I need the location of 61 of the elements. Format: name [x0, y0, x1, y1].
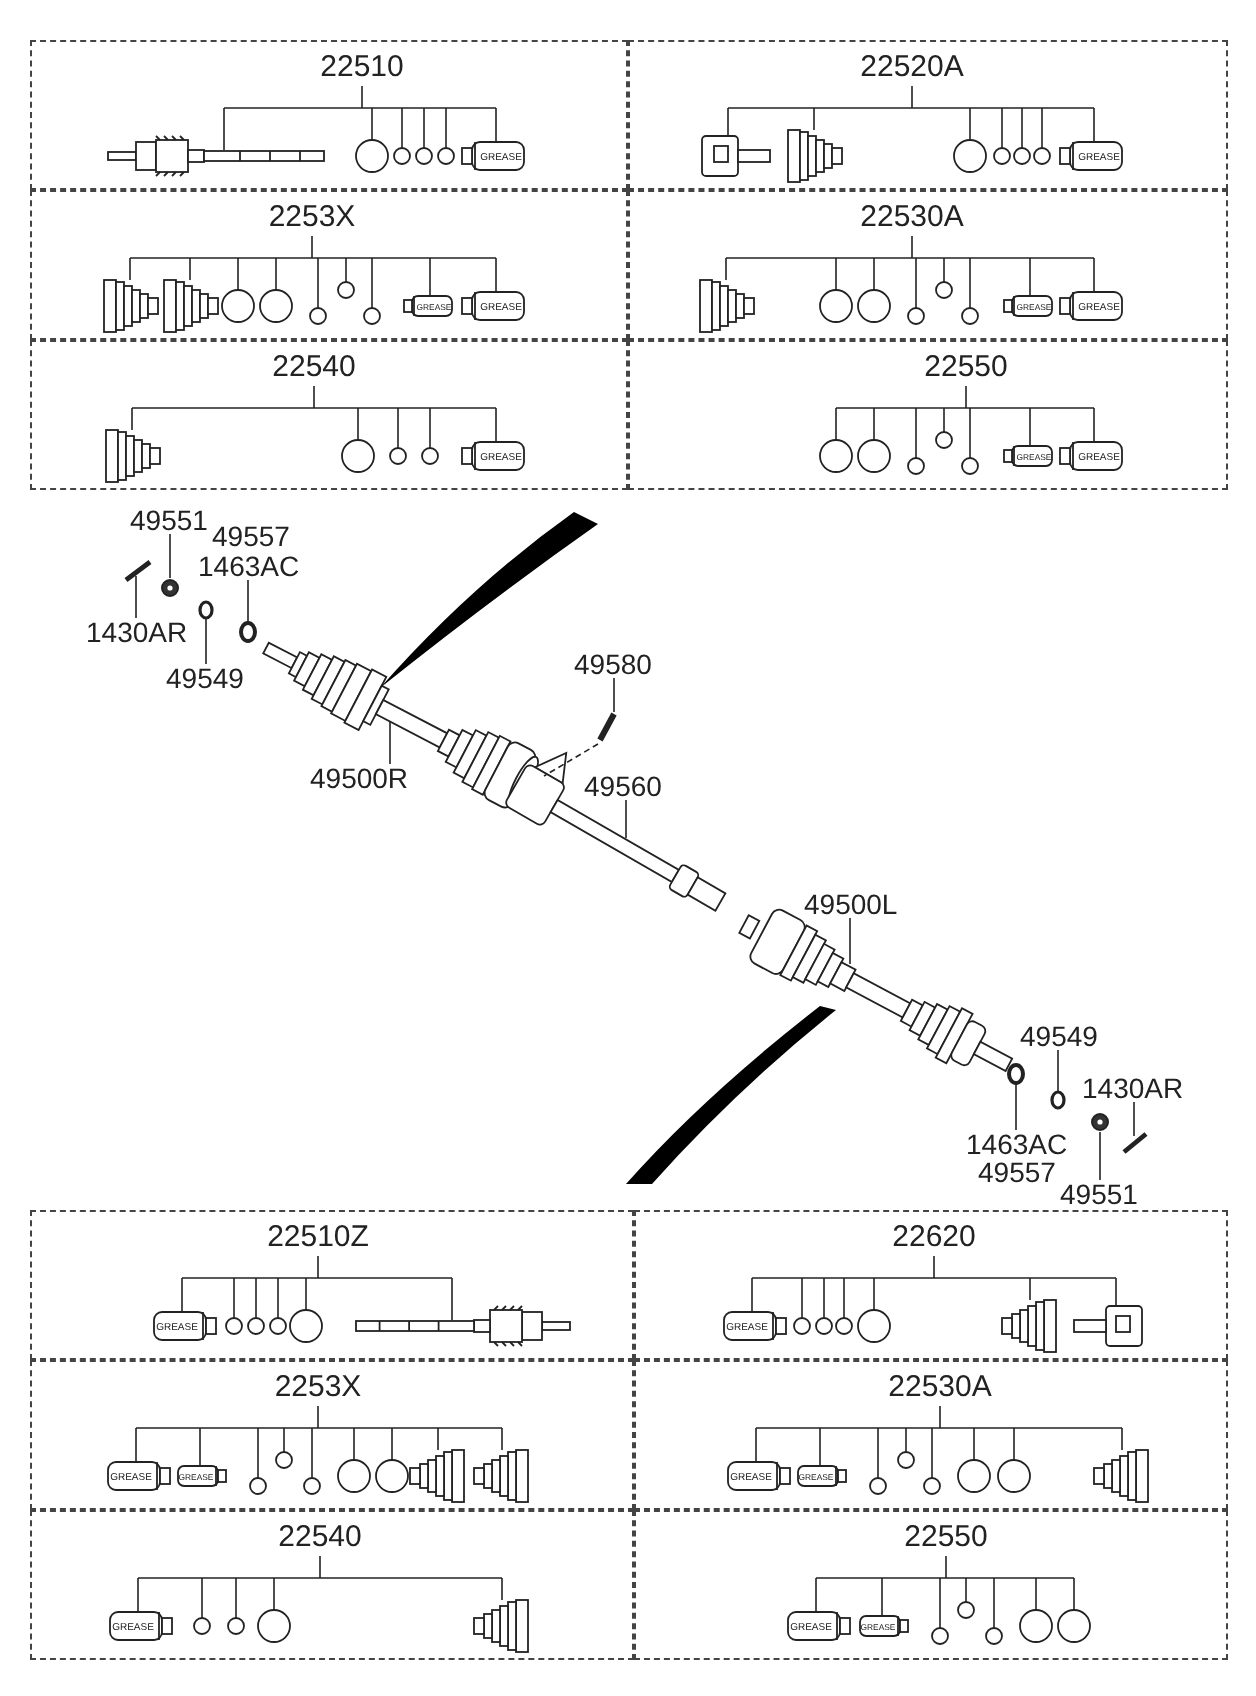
kit-panel: [628, 340, 1228, 490]
kit-panel: [30, 190, 628, 340]
part-number: 22550: [924, 352, 1008, 384]
part-number: 22530A: [888, 1372, 992, 1404]
callout-number: 1430AR: [86, 618, 188, 646]
leader-line: [247, 579, 249, 623]
part-number: 22530A: [860, 202, 964, 234]
kit-panel: [634, 1510, 1228, 1660]
leader-line: [1015, 1083, 1017, 1131]
washer-icon: [1050, 1090, 1066, 1110]
leader-line: [389, 721, 391, 765]
bolt-icon: [597, 712, 617, 742]
callout-number: 49557: [212, 522, 290, 550]
callout-number: 1430AR: [1082, 1074, 1184, 1102]
part-number: 22620: [892, 1222, 976, 1254]
callout-number: 49549: [166, 664, 244, 692]
callout-number: 49551: [1060, 1180, 1138, 1208]
leader-line: [543, 743, 599, 777]
leader-line: [169, 533, 171, 579]
leader-line: [849, 917, 851, 965]
kit-panel: [634, 1210, 1228, 1360]
callout-number: 49500R: [310, 764, 409, 792]
callout-number: 1463AC: [198, 552, 300, 580]
callout-number: 49551: [130, 506, 208, 534]
kit-panel: [30, 1360, 634, 1510]
leader-line: [135, 575, 137, 619]
callout-number: 1463AC: [966, 1130, 1068, 1158]
part-number: 2253X: [268, 202, 356, 234]
nut-icon: [161, 579, 179, 597]
kit-panel: [628, 190, 1228, 340]
part-number: 2253X: [274, 1372, 362, 1404]
callout-number: 49580: [574, 650, 652, 678]
part-number: 22550: [904, 1522, 988, 1554]
kit-panel: [634, 1360, 1228, 1510]
leader-line: [613, 677, 615, 713]
part-number: 22520A: [860, 52, 964, 84]
part-number: 22540: [278, 1522, 362, 1554]
leader-line: [1133, 1101, 1135, 1137]
leader-line: [1099, 1131, 1101, 1181]
ring-icon: [239, 621, 257, 643]
callout-number: 49500L: [804, 890, 898, 918]
kit-panel: [30, 1510, 634, 1660]
nut-icon: [1091, 1113, 1109, 1131]
part-number: 22540: [272, 352, 356, 384]
part-number: 22510Z: [267, 1222, 369, 1254]
leader-line: [625, 799, 627, 839]
kit-panel: [30, 1210, 634, 1360]
ring-icon: [1007, 1063, 1025, 1085]
kit-panel: [30, 40, 628, 190]
kit-panel: [628, 40, 1228, 190]
callout-number: 49549: [1020, 1022, 1098, 1050]
part-number: 22510: [320, 52, 404, 84]
leader-line: [1057, 1049, 1059, 1093]
intermediate-shaft-drawing: [503, 751, 727, 912]
kit-panel: [30, 340, 628, 490]
callout-number: 49557: [978, 1158, 1056, 1186]
leader-line: [205, 617, 207, 665]
pin-icon: [1122, 1132, 1148, 1154]
washer-icon: [198, 600, 214, 620]
callout-number: 49560: [584, 772, 662, 800]
pin-icon: [124, 560, 152, 582]
